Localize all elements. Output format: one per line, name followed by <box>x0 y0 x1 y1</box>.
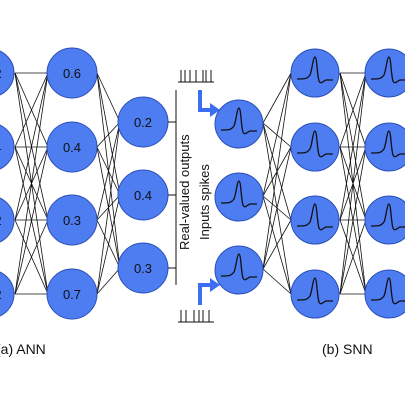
ann-node <box>46 47 98 99</box>
snn-spiking-neuron <box>364 48 405 98</box>
ann-edges <box>14 72 121 295</box>
snn-layer-3 <box>364 48 405 319</box>
ann-node <box>0 197 15 243</box>
snn-spiking-neuron <box>214 245 264 295</box>
snn-layer-2 <box>290 48 340 319</box>
ann-node-value: 2 <box>0 66 2 81</box>
ann-node <box>46 268 98 320</box>
ann-output-lines <box>168 90 177 285</box>
ann-node <box>0 124 15 170</box>
ann-layer-1: 2 4 2 2 <box>0 50 15 317</box>
spike-input-arrow-bottom <box>198 283 212 305</box>
snn-spiking-neuron <box>290 48 340 98</box>
arrowhead-top-icon <box>210 103 220 117</box>
snn-spiking-neuron <box>290 269 340 319</box>
snn-spiking-neuron <box>214 172 264 222</box>
ann-node <box>0 271 15 317</box>
snn-spiking-neuron <box>290 195 340 245</box>
snn-spiking-neuron <box>290 122 340 172</box>
ann-node-value: 0.6 <box>63 66 81 81</box>
spike-train-bottom <box>178 310 214 323</box>
ann-node-value: 0.2 <box>134 115 152 130</box>
ann-layer-3: 0.2 0.4 0.3 <box>117 96 169 294</box>
arrowhead-bottom-icon <box>210 278 220 292</box>
ann-node-value: 2 <box>0 287 2 302</box>
ann-node <box>46 194 98 246</box>
ann-node <box>46 121 98 173</box>
ann-node-value: 0.4 <box>63 140 81 155</box>
ann-node-value: 0.3 <box>63 213 81 228</box>
inputs-spikes-label: Inputs spikes <box>197 164 212 240</box>
ann-node-value: 0.3 <box>134 261 152 276</box>
snn-edges <box>262 72 367 295</box>
ann-node-value: 0.4 <box>134 188 152 203</box>
ann-layer-2: 0.6 0.4 0.3 0.7 <box>46 47 98 320</box>
spike-input-arrow-top <box>198 90 212 112</box>
snn-spiking-neuron <box>214 99 264 149</box>
snn-spiking-neuron <box>364 269 405 319</box>
snn-caption: (b) SNN <box>322 341 373 357</box>
ann-node-value: 0.7 <box>63 287 81 302</box>
snn-spiking-neuron <box>364 122 405 172</box>
snn-layer-1 <box>214 99 264 295</box>
ann-node-value: 4 <box>0 140 2 155</box>
ann-caption: (a) ANN <box>0 341 46 357</box>
ann-node-value: 2 <box>0 213 2 228</box>
snn-spiking-neuron <box>364 195 405 245</box>
real-valued-outputs-label: Real-valued outputs <box>177 134 192 250</box>
ann-node <box>0 50 15 96</box>
spike-train-top <box>178 70 214 83</box>
